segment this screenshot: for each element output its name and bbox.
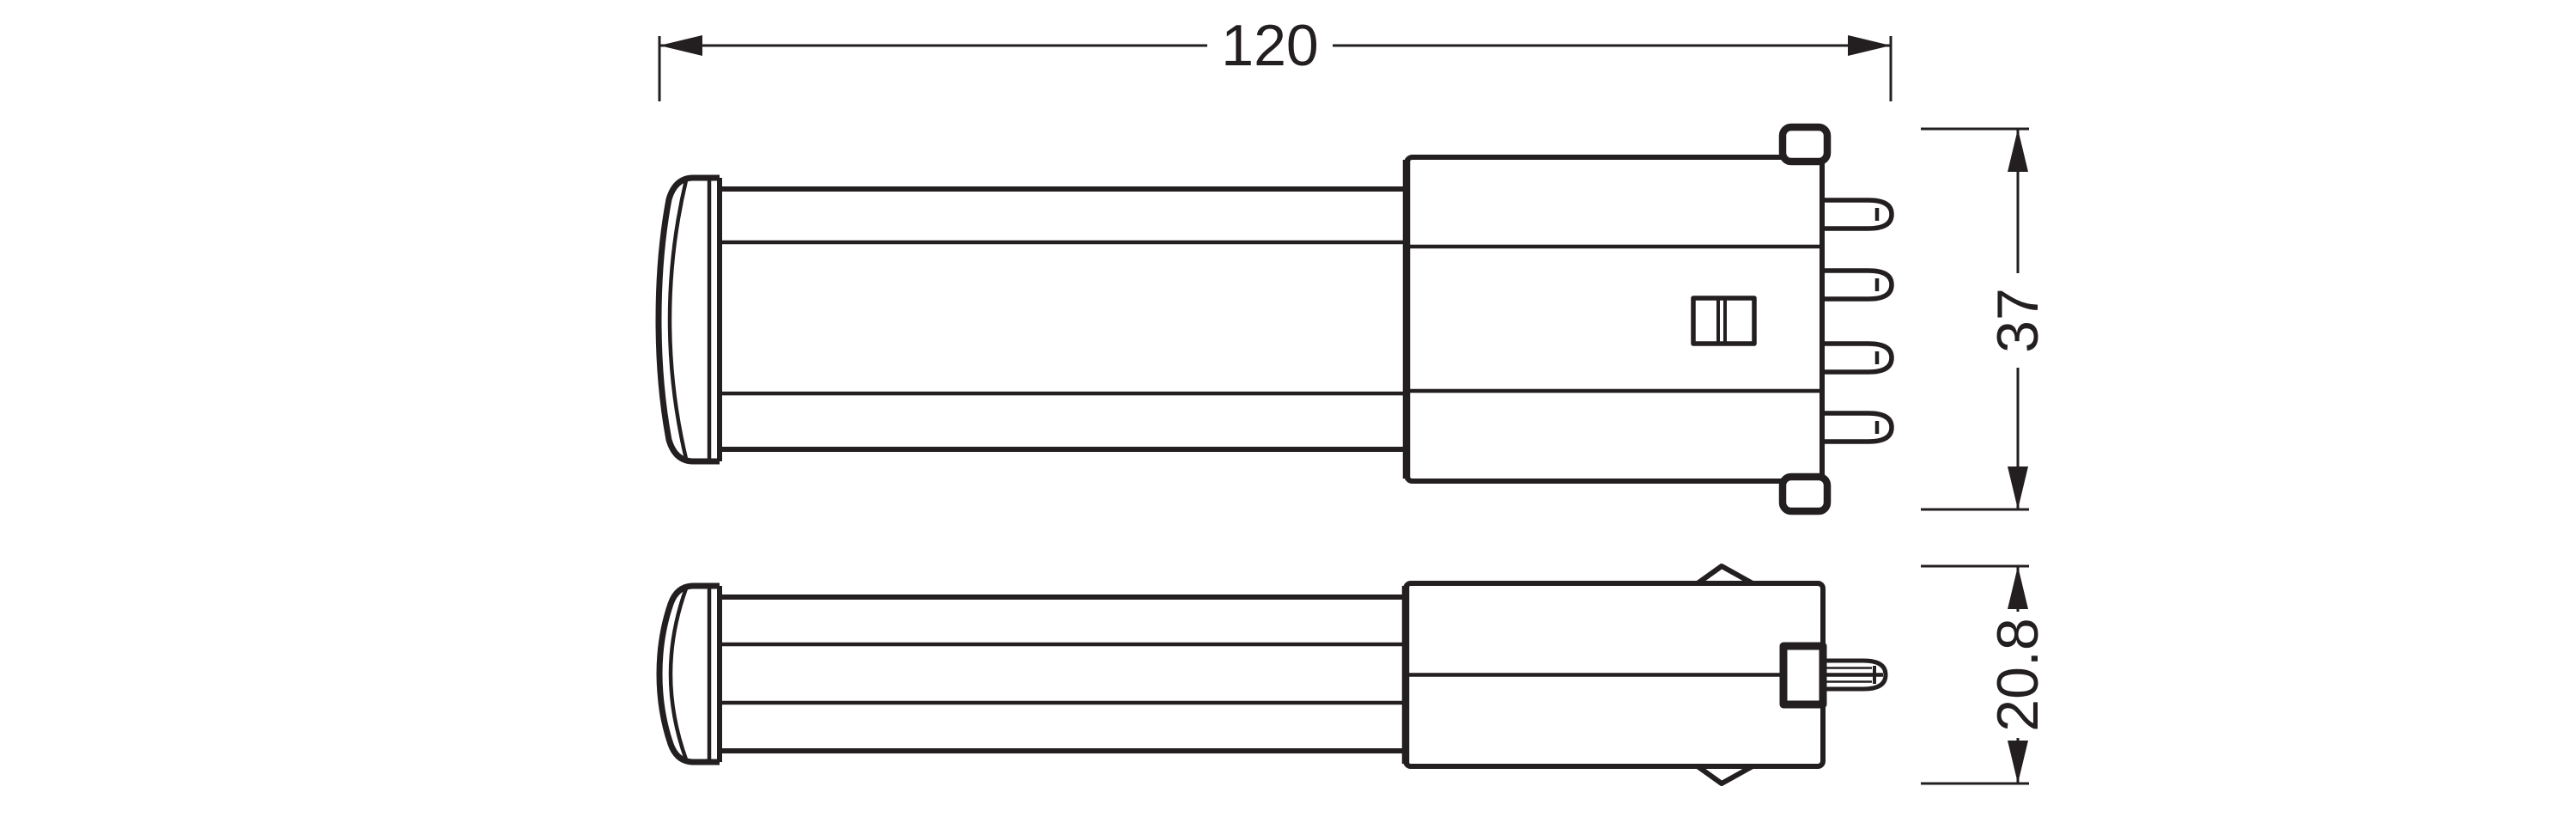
pin-3 [1822, 341, 1894, 375]
end-cap-inner-arc [667, 180, 689, 460]
pin-outline [1822, 268, 1894, 302]
dimension-depth: 20.8 [1921, 564, 2050, 785]
end-cap [656, 582, 722, 765]
end-cap-outline [655, 174, 720, 465]
lamp-base [1402, 123, 1832, 515]
pin-1 [1822, 198, 1894, 231]
retention-tab-top [1778, 123, 1832, 166]
base-pins [1822, 198, 1894, 444]
latch-top [1696, 564, 1754, 586]
top-view [655, 123, 1894, 515]
arrowhead-down-icon [2008, 466, 2028, 509]
dimension-depth-label: 20.8 [1985, 618, 2050, 731]
retention-tab-bottom [1778, 473, 1832, 515]
arrowhead-up-icon [2008, 566, 2028, 609]
dimension-height: 37 [1921, 127, 2050, 511]
pin-2 [1822, 268, 1894, 302]
pin-outline [1822, 198, 1894, 231]
dimension-length: 120 [658, 13, 1893, 101]
end-cap [655, 174, 722, 465]
center-pin [1823, 658, 1888, 692]
dimension-height-label: 37 [1985, 288, 2050, 353]
end-cap-outline [656, 582, 720, 765]
pin-outline [1822, 341, 1894, 375]
lamp-tube [720, 594, 1406, 753]
key-window [1691, 296, 1757, 346]
base-body [1404, 155, 1825, 484]
pin-outline [1822, 411, 1894, 444]
arrowhead-right-icon [1848, 35, 1891, 56]
lamp-tube [720, 186, 1406, 452]
latch-bottom [1696, 764, 1754, 786]
pin-outline [1823, 658, 1888, 692]
arrowhead-left-icon [659, 35, 702, 56]
lamp-base [1401, 564, 1883, 786]
arrowhead-down-icon [2008, 741, 2028, 783]
side-view [656, 564, 1888, 786]
arrowhead-up-icon [2008, 129, 2028, 172]
dimension-length-label: 120 [1221, 13, 1318, 78]
connector-block [1779, 642, 1827, 709]
end-cap-inner-arc [668, 588, 689, 760]
pin-4 [1822, 411, 1894, 444]
